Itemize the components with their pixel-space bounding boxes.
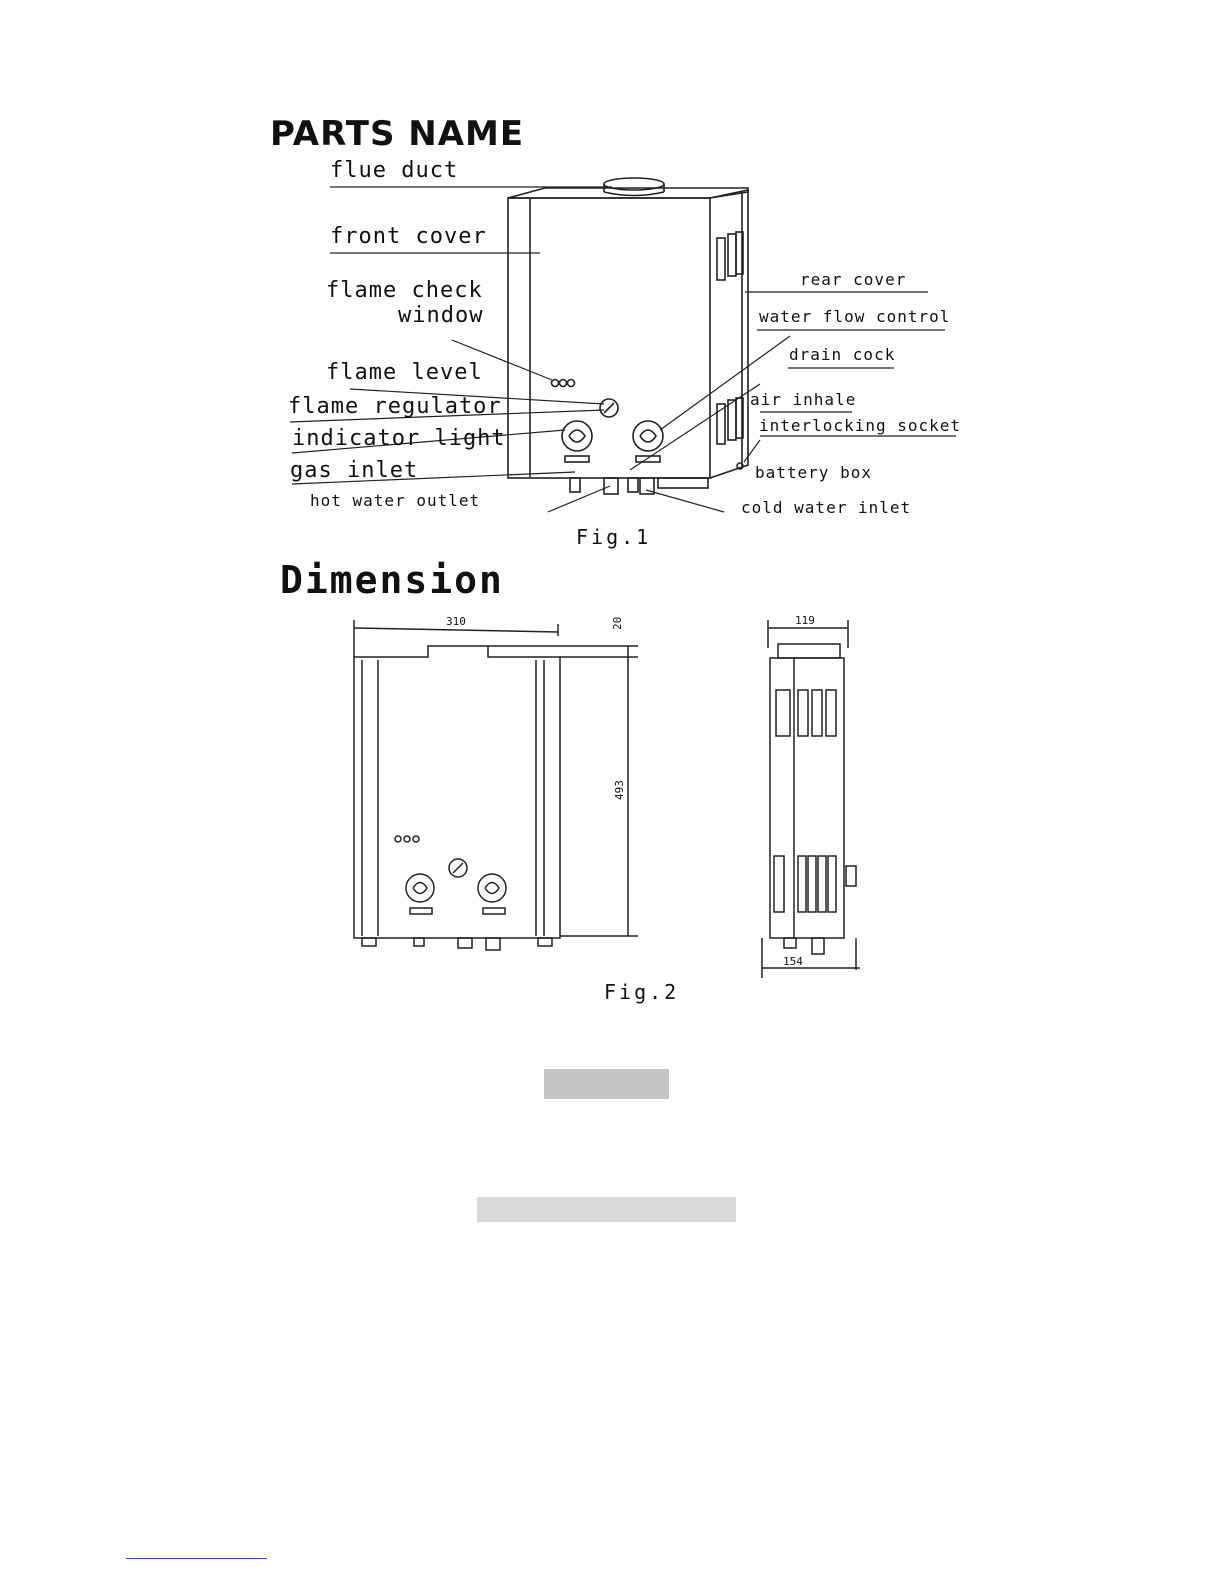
front-view-drawing bbox=[354, 620, 638, 950]
label-rear-cover: rear cover bbox=[800, 270, 906, 289]
dim-top-gap: 20 bbox=[611, 617, 624, 630]
label-flue-duct: flue duct bbox=[330, 158, 458, 183]
label-water-flow-control: water flow control bbox=[759, 307, 950, 326]
side-view-drawing bbox=[762, 620, 860, 978]
label-drain-cock: drain cock bbox=[789, 345, 895, 364]
label-hot-water-outlet: hot water outlet bbox=[310, 491, 480, 510]
dim-width: 310 bbox=[446, 615, 466, 628]
label-interlocking-socket: interlocking socket bbox=[759, 416, 961, 435]
label-gas-inlet: gas inlet bbox=[290, 458, 418, 483]
label-battery-box: battery box bbox=[755, 463, 872, 482]
footer-line bbox=[126, 1558, 267, 1559]
gray-box-2 bbox=[477, 1197, 736, 1222]
label-flame-check-window: window bbox=[398, 303, 483, 328]
dimension-heading: Dimension bbox=[280, 558, 504, 602]
fig2-caption: Fig.2 bbox=[604, 980, 679, 1004]
label-indicator-light: indicator light bbox=[292, 426, 506, 451]
label-flame-regulator: flame regulator bbox=[288, 394, 502, 419]
label-flame-check: flame check bbox=[326, 278, 483, 303]
label-cold-water-inlet: cold water inlet bbox=[741, 498, 911, 517]
label-air-inhale: air inhale bbox=[750, 390, 856, 409]
parts-name-heading: PARTS NAME bbox=[270, 114, 524, 154]
label-flame-level: flame level bbox=[326, 360, 483, 385]
label-front-cover: front cover bbox=[330, 224, 487, 249]
dim-depth: 119 bbox=[795, 614, 815, 627]
dim-bottom: 154 bbox=[783, 955, 803, 968]
fig1-caption: Fig.1 bbox=[576, 525, 651, 549]
gray-box-1 bbox=[544, 1069, 669, 1099]
dim-height: 493 bbox=[613, 780, 626, 800]
